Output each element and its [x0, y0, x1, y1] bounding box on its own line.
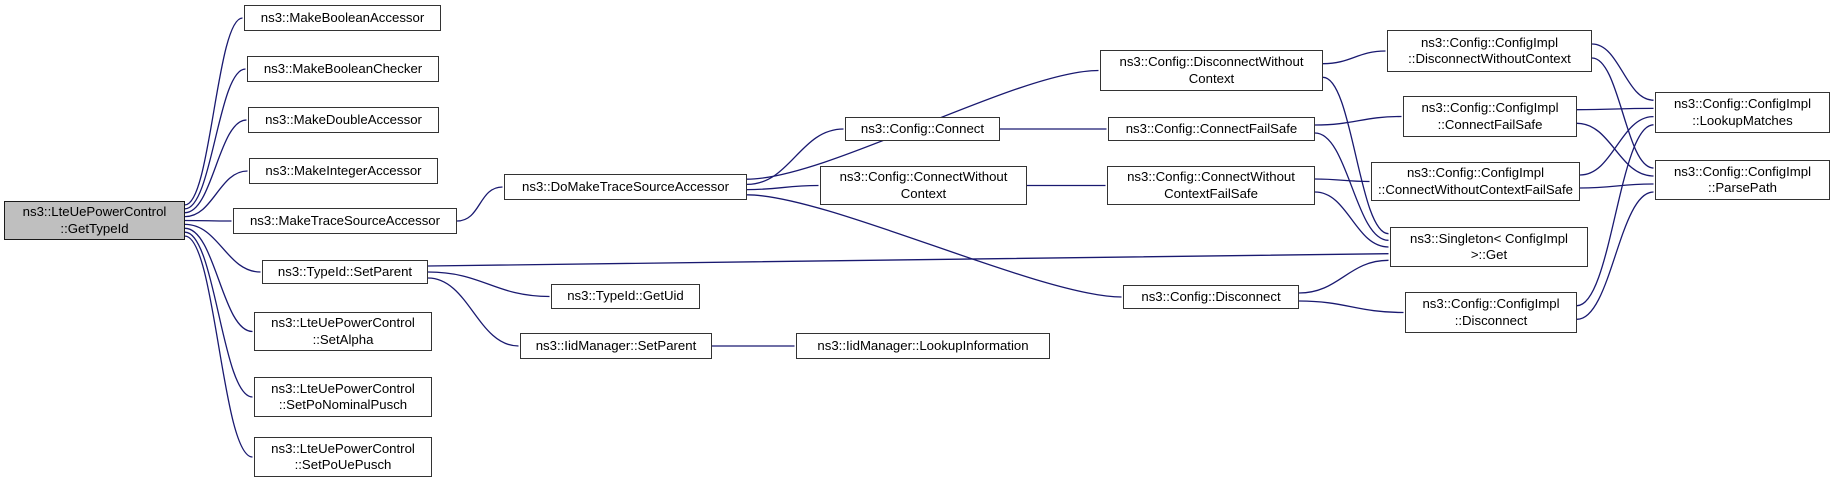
graph-node-implConnectFailSafe[interactable]: ns3::Config::ConfigImpl ::ConnectFailSaf… [1403, 96, 1577, 137]
edge-makeTraceSourceAccessor-to-doMakeTraceSourceAccessor [456, 186, 503, 222]
graph-node-getTypeId[interactable]: ns3::LteUePowerControl ::GetTypeId [4, 201, 185, 240]
edge-implDisconnect-to-lookupMatches [1576, 124, 1654, 307]
graph-node-configConnectFailSafe[interactable]: ns3::Config::ConnectFailSafe [1108, 117, 1315, 141]
graph-node-setPoUePusch[interactable]: ns3::LteUePowerControl ::SetPoUePusch [254, 437, 432, 477]
graph-node-configDisconnectWithoutContext[interactable]: ns3::Config::DisconnectWithout Context [1100, 50, 1323, 91]
edge-configDisconnectWithoutContext-to-singletonGet [1322, 76, 1389, 235]
graph-node-makeTraceSourceAccessor[interactable]: ns3::MakeTraceSourceAccessor [233, 208, 457, 234]
edge-implConnectWithoutContextFailSafe-to-parsePath [1579, 183, 1654, 189]
graph-node-makeIntegerAccessor[interactable]: ns3::MakeIntegerAccessor [249, 158, 438, 184]
graph-node-configConnect[interactable]: ns3::Config::Connect [845, 117, 1000, 141]
edge-implDisconnect-to-parsePath [1576, 191, 1654, 320]
graph-node-makeBooleanChecker[interactable]: ns3::MakeBooleanChecker [247, 56, 439, 82]
edge-typeIdSetParent-to-iidManagerSetParent [427, 277, 519, 347]
edge-implConnectFailSafe-to-parsePath [1576, 122, 1654, 177]
edge-configDisconnect-to-implDisconnect [1298, 300, 1404, 314]
edge-implDisconnectWithoutContext-to-parsePath [1591, 57, 1654, 169]
edge-getTypeId-to-makeBooleanAccessor [184, 17, 243, 206]
graph-node-iidManagerLookupInformation[interactable]: ns3::IidManager::LookupInformation [796, 333, 1050, 359]
edge-getTypeId-to-setAlpha [184, 227, 253, 333]
graph-node-setAlpha[interactable]: ns3::LteUePowerControl ::SetAlpha [254, 312, 432, 351]
graph-node-iidManagerSetParent[interactable]: ns3::IidManager::SetParent [520, 333, 712, 359]
edge-configConnectFailSafe-to-implConnectFailSafe [1314, 115, 1402, 126]
graph-node-configConnectWithoutContext[interactable]: ns3::Config::ConnectWithout Context [820, 166, 1027, 205]
graph-node-typeIdSetParent[interactable]: ns3::TypeId::SetParent [262, 260, 428, 284]
edge-typeIdSetParent-to-singletonGet [427, 253, 1389, 267]
graph-node-parsePath[interactable]: ns3::Config::ConfigImpl ::ParsePath [1655, 160, 1830, 200]
graph-node-typeIdGetUid[interactable]: ns3::TypeId::GetUid [551, 284, 700, 309]
edge-implConnectFailSafe-to-lookupMatches [1576, 107, 1654, 111]
edge-configConnectWithoutContextFailSafe-to-implConnectWithoutContextFailSafe [1314, 178, 1370, 183]
edge-getTypeId-to-makeBooleanChecker [184, 68, 246, 210]
edge-doMakeTraceSourceAccessor-to-configDisconnect [746, 194, 1122, 298]
graph-node-lookupMatches[interactable]: ns3::Config::ConfigImpl ::LookupMatches [1655, 92, 1830, 133]
graph-node-makeBooleanAccessor[interactable]: ns3::MakeBooleanAccessor [244, 5, 441, 31]
graph-node-singletonGet[interactable]: ns3::Singleton< ConfigImpl >::Get [1390, 227, 1588, 267]
graph-node-implDisconnectWithoutContext[interactable]: ns3::Config::ConfigImpl ::DisconnectWith… [1387, 30, 1592, 72]
graph-node-doMakeTraceSourceAccessor[interactable]: ns3::DoMakeTraceSourceAccessor [504, 174, 747, 200]
graph-node-implConnectWithoutContextFailSafe[interactable]: ns3::Config::ConfigImpl ::ConnectWithout… [1371, 162, 1580, 201]
graph-node-setPoNominalPusch[interactable]: ns3::LteUePowerControl ::SetPoNominalPus… [254, 377, 432, 417]
graph-node-configConnectWithoutContextFailSafe[interactable]: ns3::Config::ConnectWithout ContextFailS… [1107, 166, 1315, 205]
graph-node-makeDoubleAccessor[interactable]: ns3::MakeDoubleAccessor [248, 107, 439, 133]
graph-node-configDisconnect[interactable]: ns3::Config::Disconnect [1123, 285, 1299, 309]
edge-doMakeTraceSourceAccessor-to-configConnectWithoutContext [746, 184, 819, 191]
edge-getTypeId-to-setPoNominalPusch [184, 231, 253, 398]
edge-configDisconnect-to-singletonGet [1298, 259, 1389, 294]
edge-typeIdSetParent-to-typeIdGetUid [427, 271, 550, 298]
edge-implDisconnectWithoutContext-to-lookupMatches [1591, 43, 1654, 101]
edge-implConnectWithoutContextFailSafe-to-lookupMatches [1579, 115, 1654, 176]
edge-getTypeId-to-makeTraceSourceAccessor [184, 219, 232, 222]
edge-configDisconnectWithoutContext-to-implDisconnectWithoutContext [1322, 50, 1386, 65]
edge-getTypeId-to-setPoUePusch [184, 235, 253, 458]
edge-getTypeId-to-makeDoubleAccessor [184, 119, 247, 214]
graph-node-implDisconnect[interactable]: ns3::Config::ConfigImpl ::Disconnect [1405, 292, 1577, 333]
